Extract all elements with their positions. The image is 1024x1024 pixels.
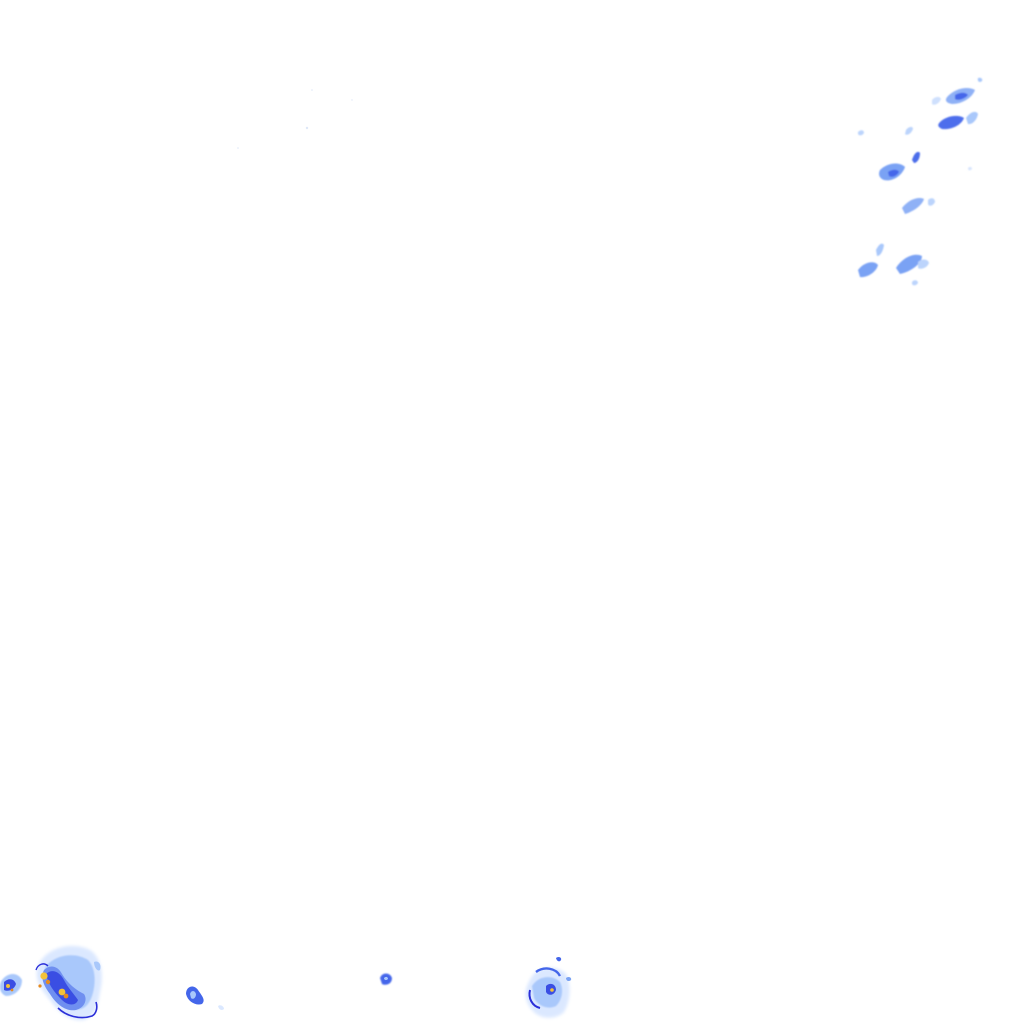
faint-speckles: [237, 89, 353, 149]
far-left-cell: [0, 974, 22, 996]
northeast-cluster: [858, 77, 983, 286]
south-west-small-cell: [186, 986, 224, 1010]
south-central-small-cell: [380, 973, 392, 985]
very-heavy-core: [58, 988, 66, 996]
south-central-storm-cell: [525, 956, 572, 1018]
southwest-storm-cell: [35, 946, 102, 1021]
very-heavy-core: [40, 972, 48, 980]
